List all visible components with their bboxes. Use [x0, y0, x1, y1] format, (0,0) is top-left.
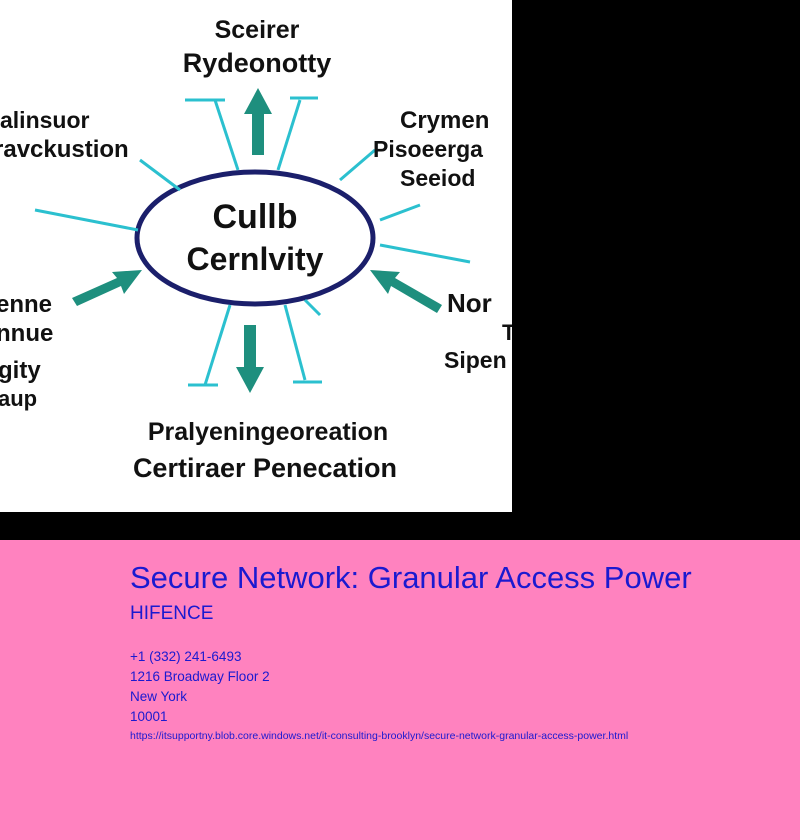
phone-number: +1 (332) 241-6493 — [130, 647, 270, 667]
top-left-label-line1: alinsuor — [0, 107, 90, 133]
cybersecurity-diagram-image: Cullb Cernlvity Sceirer Rydeonotty alins… — [0, 0, 512, 512]
left-label-line3: gity — [0, 357, 41, 384]
top-right-label-line2: Pisoeerga — [373, 136, 483, 162]
center-label-line2: Cernlvity — [187, 241, 324, 277]
top-label-line1: Sceirer — [215, 16, 300, 44]
right-label-line2: T — [502, 320, 512, 345]
right-label-line3: Sipen — [444, 347, 507, 373]
contact-details: +1 (332) 241-6493 1216 Broadway Floor 2 … — [130, 647, 270, 727]
bottom-label-line2: Certiraer Penecation — [133, 453, 397, 483]
address-line: 1216 Broadway Floor 2 — [130, 667, 270, 687]
center-label-line1: Cullb — [213, 198, 298, 236]
hero-area: Cullb Cernlvity Sceirer Rydeonotty alins… — [0, 0, 800, 540]
zip-code: 10001 — [130, 707, 270, 727]
top-right-label-line1: Crymen — [400, 107, 489, 134]
left-label-line2: nnue — [0, 320, 53, 347]
page-url-link[interactable]: https://itsupportny.blob.core.windows.ne… — [130, 729, 628, 743]
left-label-line1: enne — [0, 291, 52, 318]
page-title: Secure Network: Granular Access Power — [130, 559, 692, 597]
diagram-graphic: Cullb Cernlvity Sceirer Rydeonotty alins… — [0, 0, 512, 512]
top-left-label-line2: ravckustion — [0, 136, 129, 163]
city: New York — [130, 687, 270, 707]
left-label-line4: aup — [0, 386, 37, 411]
top-label-line2: Rydeonotty — [183, 48, 332, 78]
right-label-line1: Nor — [447, 288, 492, 318]
top-right-label-line3: Seeiod — [400, 165, 475, 191]
center-ellipse — [137, 172, 373, 304]
bottom-label-line1: Pralyeningeoreation — [148, 418, 388, 446]
brand-name: HIFENCE — [130, 602, 213, 626]
